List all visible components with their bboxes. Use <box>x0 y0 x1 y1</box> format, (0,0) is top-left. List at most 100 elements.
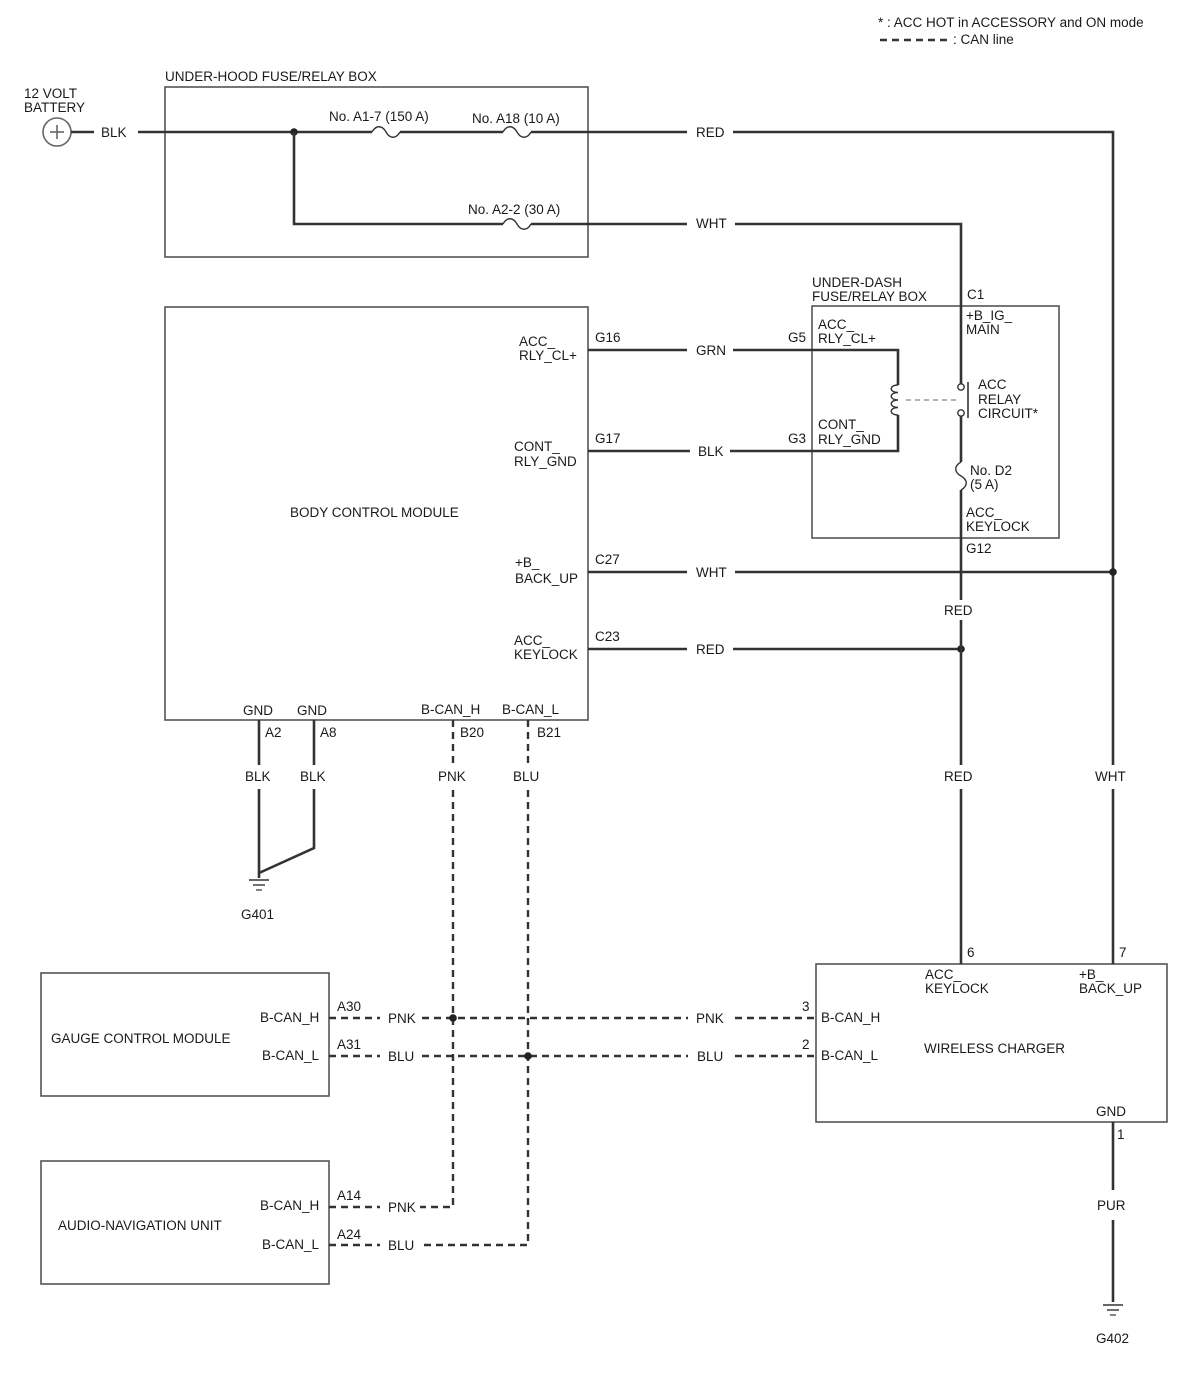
wire-color-grn: GRN <box>696 343 726 358</box>
charger-pin-7: 7 <box>1119 945 1127 960</box>
underdash-c1: C1 <box>967 287 984 302</box>
underhood-fuse-box <box>164 86 589 258</box>
wire-blk-a8-lower <box>258 789 316 875</box>
bcm-pin-a2: A2 <box>265 725 282 740</box>
charger-pin-2: 2 <box>802 1037 810 1052</box>
relay-coil-symbol <box>890 384 899 416</box>
bcm-acc-rly-cl-2: RLY_CL+ <box>519 348 577 363</box>
wire-color-red-mid: RED <box>944 603 973 618</box>
relay-label-1: ACC <box>978 377 1007 392</box>
junction-can-h <box>449 1014 457 1022</box>
wire-color-blk-g17: BLK <box>698 444 724 459</box>
charger-pin-1: 1 <box>1117 1127 1125 1142</box>
can-h-b20-lower <box>420 790 455 1209</box>
wire-color-pnk-b20: PNK <box>438 769 466 784</box>
underdash-pin-g3: G3 <box>788 431 806 446</box>
charger-acc-keylock-2: KEYLOCK <box>925 981 989 996</box>
legend-acc-note: * : ACC HOT in ACCESSORY and ON mode <box>878 15 1144 30</box>
bcm-pin-g16: G16 <box>595 330 621 345</box>
wire-color-wht-right: WHT <box>1095 769 1126 784</box>
underdash-cont-rly-gnd-1: CONT_ <box>818 417 864 432</box>
wire-color-blk-a2: BLK <box>245 769 271 784</box>
fuse-a2-2-symbol <box>502 218 532 230</box>
bcm-acc-rly-cl-1: ACC_ <box>519 334 556 349</box>
underdash-title-line2: FUSE/RELAY BOX <box>812 289 927 304</box>
underhood-title: UNDER-HOOD FUSE/RELAY BOX <box>165 69 377 84</box>
relay-label-3: CIRCUIT* <box>978 406 1039 421</box>
underdash-acc-keylock-2: KEYLOCK <box>966 519 1030 534</box>
wire-color-pnk-charger: PNK <box>696 1011 724 1026</box>
gauge-bcan-l: B-CAN_L <box>262 1048 320 1063</box>
bcm-b-back-up-2: BACK_UP <box>515 571 578 586</box>
charger-acc-keylock-1: ACC_ <box>925 967 962 982</box>
fuse-a1-7-label: No. A1-7 (150 A) <box>329 109 429 124</box>
legend-can-note: : CAN line <box>953 32 1014 47</box>
wire-color-red-top: RED <box>696 125 725 140</box>
junction-can-l <box>524 1052 532 1060</box>
wire-color-wht-backup: WHT <box>696 565 727 580</box>
fuse-a1-7-symbol <box>371 126 401 138</box>
bcm-gnd-1: GND <box>243 703 273 718</box>
ground-g402-symbol <box>1103 1304 1123 1316</box>
relay-contact-symbol <box>957 382 969 418</box>
audio-pin-a24: A24 <box>337 1227 362 1242</box>
charger-gnd: GND <box>1096 1104 1126 1119</box>
charger-b-back-up-2: BACK_UP <box>1079 981 1142 996</box>
audio-navigation-unit-box <box>40 1160 330 1285</box>
bcm-pin-b21: B21 <box>537 725 561 740</box>
fuse-a18-label: No. A18 (10 A) <box>472 111 560 126</box>
bcm-acc-keylock-1: ACC_ <box>514 633 551 648</box>
battery-label-line2: BATTERY <box>24 100 85 115</box>
wire-color-wht-top: WHT <box>696 216 727 231</box>
wire-to-fuse-a2-2 <box>292 132 503 226</box>
charger-b-back-up-1: +B_ <box>1079 967 1104 982</box>
underdash-acc-rly-cl-1: ACC_ <box>818 317 855 332</box>
wire-color-pnk-gauge: PNK <box>388 1011 416 1026</box>
charger-title: WIRELESS CHARGER <box>924 1041 1065 1056</box>
wire-color-red-acc: RED <box>696 642 725 657</box>
bcm-gnd-2: GND <box>297 703 327 718</box>
wire-color-blu-b21: BLU <box>513 769 539 784</box>
gauge-bcan-h: B-CAN_H <box>260 1010 319 1025</box>
wire-color-blu-audio: BLU <box>388 1238 414 1253</box>
underdash-b-ig-main-2: MAIN <box>966 322 1000 337</box>
bcm-cont-rly-gnd-1: CONT_ <box>514 439 560 454</box>
underdash-g12: G12 <box>966 541 992 556</box>
underdash-title-line1: UNDER-DASH <box>812 275 902 290</box>
wire-color-pnk-audio: PNK <box>388 1200 416 1215</box>
charger-bcan-l: B-CAN_L <box>821 1048 879 1063</box>
gauge-pin-a30: A30 <box>337 999 361 1014</box>
wire-color-blk-battery: BLK <box>101 125 127 140</box>
bcm-acc-keylock-2: KEYLOCK <box>514 647 578 662</box>
bcm-pin-b20: B20 <box>460 725 484 740</box>
battery-label-line1: 12 VOLT <box>24 86 77 101</box>
gauge-title: GAUGE CONTROL MODULE <box>51 1031 231 1046</box>
fuse-a18-symbol <box>502 126 532 138</box>
bcm-bcan-l: B-CAN_L <box>502 702 560 717</box>
fuse-d2-label-2: (5 A) <box>970 477 999 492</box>
wire-red-top-right <box>733 130 1115 765</box>
charger-bcan-h: B-CAN_H <box>821 1010 880 1025</box>
bcm-pin-a8: A8 <box>320 725 337 740</box>
bcm-pin-c23: C23 <box>595 629 620 644</box>
relay-label-2: RELAY <box>978 392 1021 407</box>
charger-pin-3: 3 <box>802 999 810 1014</box>
bcm-pin-g17: G17 <box>595 431 621 446</box>
underdash-pin-g5: G5 <box>788 330 806 345</box>
underdash-fuse-box <box>811 305 1060 539</box>
fuse-d2-symbol <box>955 461 967 491</box>
ground-g402-label: G402 <box>1096 1331 1129 1346</box>
gauge-pin-a31: A31 <box>337 1037 361 1052</box>
fuse-d2-label-1: No. D2 <box>970 463 1012 478</box>
audio-bcan-h: B-CAN_H <box>260 1198 319 1213</box>
audio-pin-a14: A14 <box>337 1188 362 1203</box>
wire-wht-top-right <box>735 222 963 384</box>
wire-color-pur: PUR <box>1097 1198 1126 1213</box>
relay-coil-wire-top <box>812 348 900 385</box>
relay-coil-wire-bottom <box>812 415 900 453</box>
charger-pin-6: 6 <box>967 945 975 960</box>
audio-bcan-l: B-CAN_L <box>262 1237 320 1252</box>
underdash-b-ig-main-1: +B_IG_ <box>966 308 1013 323</box>
battery-symbol <box>42 117 72 147</box>
